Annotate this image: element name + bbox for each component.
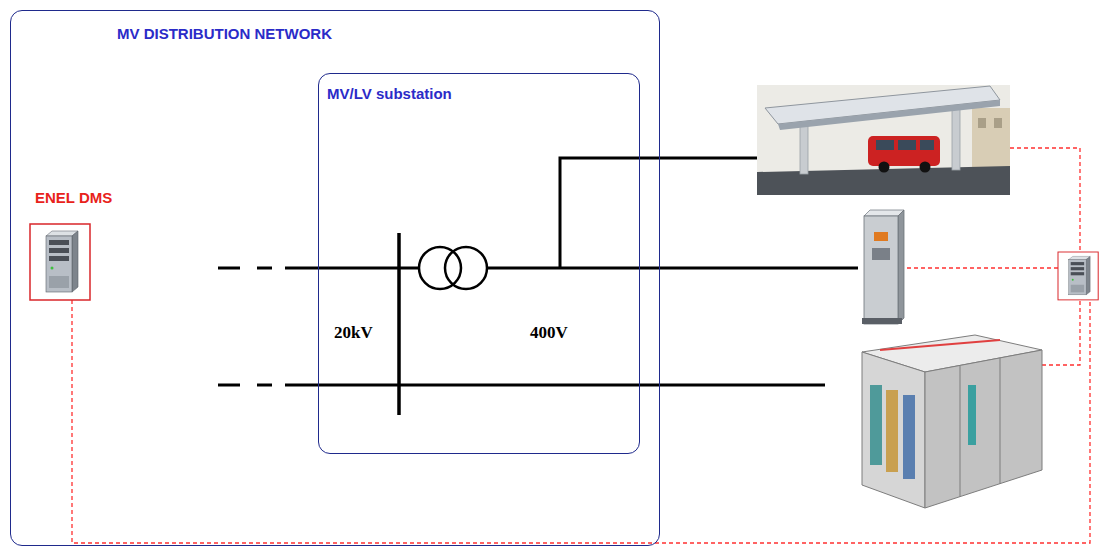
dms-server: ENEL DMS xyxy=(31,187,113,307)
storage-container-picture xyxy=(862,335,1042,508)
voltage-label: 20kV xyxy=(334,323,373,343)
transformer-symbol xyxy=(419,247,487,289)
substation-box: MV/LV substation xyxy=(318,73,640,454)
charging-post-picture xyxy=(862,210,904,324)
pv-carport-picture xyxy=(757,85,1010,195)
region-title: MV DISTRIBUTION NETWORK xyxy=(117,25,332,43)
server-icon xyxy=(30,224,90,300)
substation-title: MV/LV substation xyxy=(327,85,452,103)
server-label: ENEL DMS xyxy=(35,189,112,207)
communication-line xyxy=(72,148,1090,543)
server-icon xyxy=(1058,252,1098,300)
voltage-label: 400V xyxy=(530,323,568,343)
network-region: MV DISTRIBUTION NETWORK MV/LV substationE… xyxy=(10,10,660,546)
busbar xyxy=(397,233,401,415)
